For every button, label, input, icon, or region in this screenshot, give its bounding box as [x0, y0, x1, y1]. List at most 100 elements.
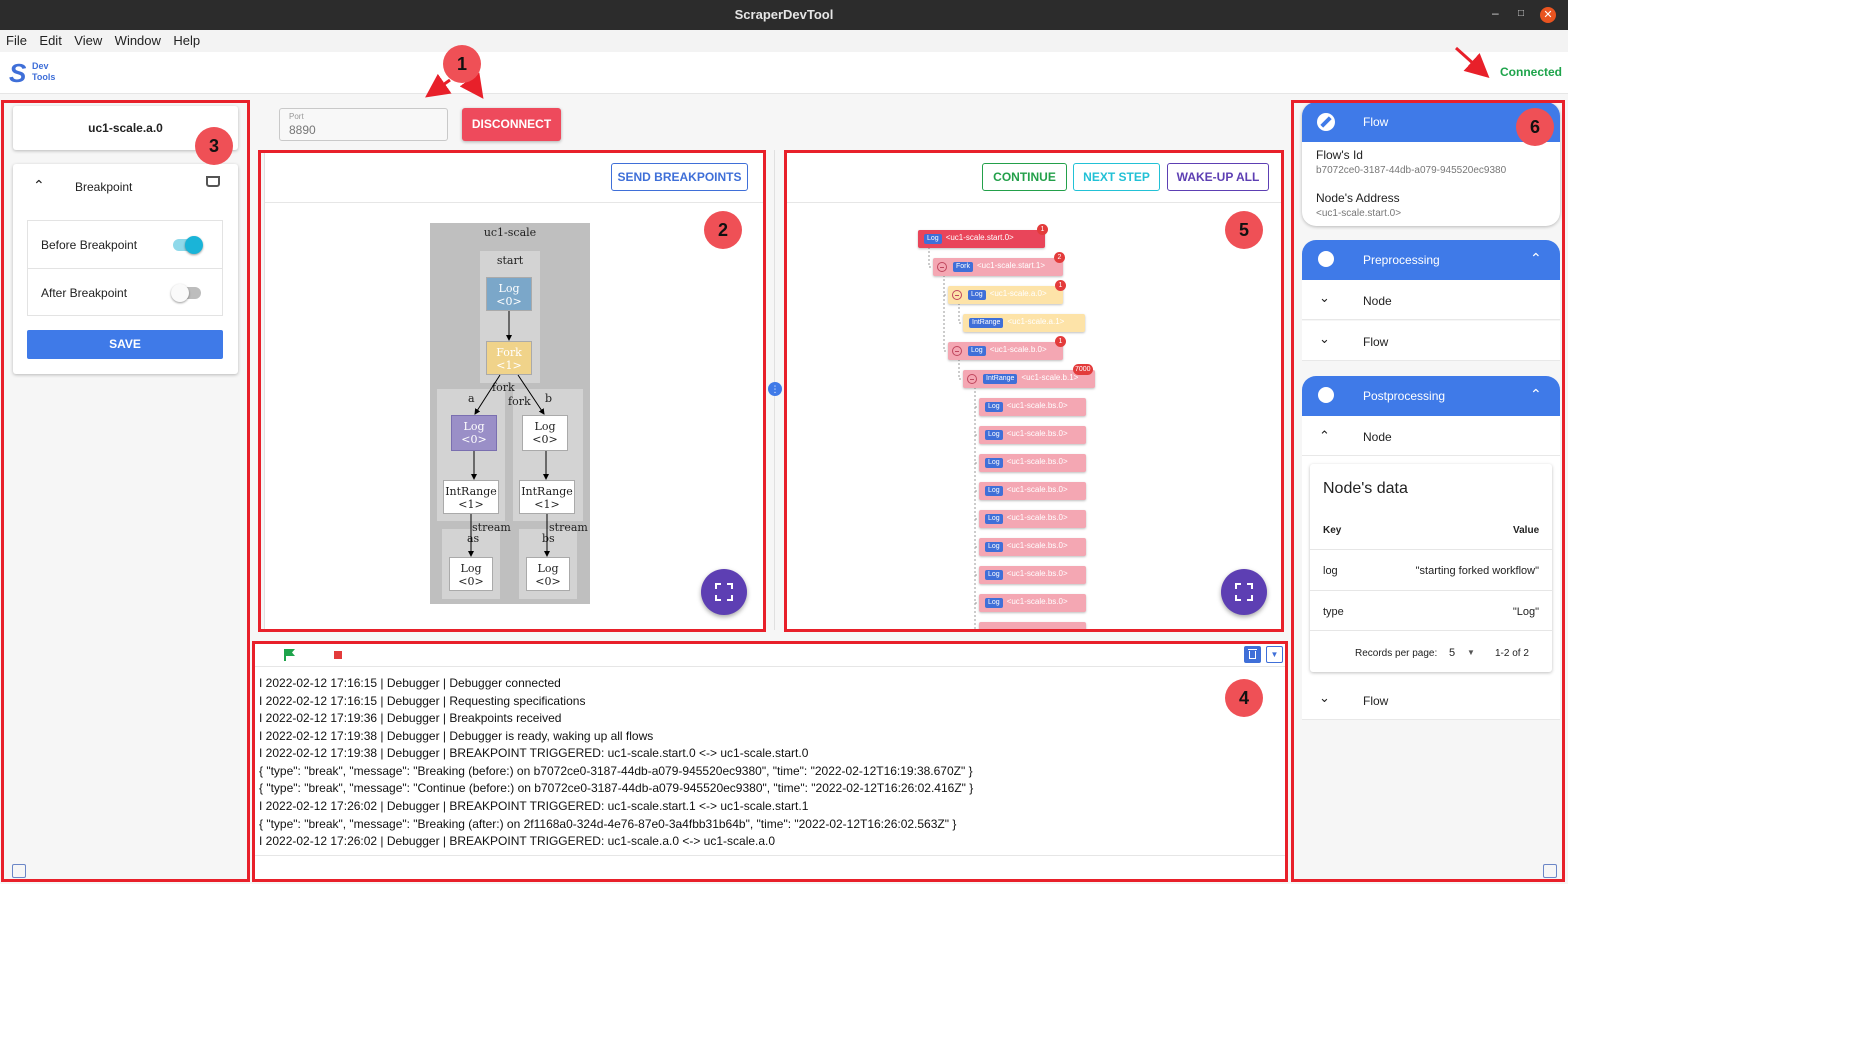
- log-line: I 2022-02-12 17:19:38 | Debugger | BREAK…: [259, 746, 809, 760]
- window-title: ScraperDevTool: [734, 7, 834, 22]
- graph-node-log-start-sub: <0>: [496, 295, 522, 308]
- graph-node-as-log[interactable]: Log <0>: [449, 557, 493, 591]
- after-breakpoint-toggle[interactable]: [171, 284, 201, 302]
- minimize-icon[interactable]: –: [1492, 6, 1499, 20]
- annotation-badge-2: 2: [704, 211, 742, 249]
- tree-node[interactable]: Log<uc1-scale.bs.0>: [979, 510, 1086, 528]
- postprocessing-title: Postprocessing: [1363, 389, 1446, 403]
- collapse-icon[interactable]: [952, 346, 962, 356]
- log-line: I 2022-02-12 17:19:36 | Debugger | Break…: [259, 711, 562, 725]
- graph-fullscreen-button[interactable]: [701, 569, 747, 615]
- tree-node-type: Log: [985, 514, 1003, 524]
- chevron-up-icon[interactable]: ⌃: [33, 177, 45, 193]
- tree-node[interactable]: IntRange<uc1-scale.b.1> 7000: [963, 364, 1095, 388]
- tree-node[interactable]: IntRange<uc1-scale.a.1>: [963, 314, 1085, 332]
- tree-node[interactable]: Log<uc1-scale.start.0> 1: [918, 224, 1048, 248]
- send-breakpoints-button[interactable]: SEND BREAKPOINTS: [611, 163, 748, 191]
- collapse-icon[interactable]: [952, 290, 962, 300]
- preprocessing-header[interactable]: Preprocessing ⌃: [1302, 240, 1560, 280]
- records-per-page-select[interactable]: 5: [1449, 647, 1456, 659]
- graph-node-a-intrange-title: IntRange: [445, 485, 497, 498]
- panel-toggle-left-icon[interactable]: [12, 864, 26, 878]
- tree-node-name: <uc1-scale.bs.0>: [1006, 457, 1068, 466]
- chevron-up-icon[interactable]: ⌃: [1530, 386, 1542, 402]
- log-line: { "type": "break", "message": "Continue …: [259, 781, 974, 795]
- preprocessing-flow-row[interactable]: ⌄ Flow: [1302, 321, 1560, 361]
- preprocessing-node-row[interactable]: ⌄ Node: [1302, 280, 1560, 320]
- column-key: Key: [1323, 525, 1342, 536]
- chevron-up-icon[interactable]: ⌃: [1530, 250, 1542, 266]
- tree-node-count: 1: [1055, 336, 1066, 347]
- cluster-a-label: a: [468, 392, 475, 405]
- wake-up-all-button[interactable]: WAKE-UP ALL: [1167, 163, 1269, 191]
- postprocessing-flow-row[interactable]: ⌄ Flow: [1302, 680, 1560, 720]
- chevron-down-icon[interactable]: ▼: [1266, 646, 1283, 663]
- compass-icon: [1317, 113, 1335, 131]
- port-field[interactable]: Port 8890: [279, 108, 448, 141]
- menu-file[interactable]: File: [6, 33, 27, 48]
- tree-node[interactable]: Log<uc1-scale.bs.0>: [979, 482, 1086, 500]
- graph-node-bs-log[interactable]: Log <0>: [526, 557, 570, 591]
- graph-node-b-log[interactable]: Log <0>: [522, 415, 568, 451]
- menu-help[interactable]: Help: [173, 33, 201, 48]
- save-button[interactable]: SAVE: [27, 330, 223, 359]
- fullscreen-icon: [1235, 583, 1253, 601]
- annotation-badge-1: 1: [443, 45, 481, 83]
- preprocessing-flow-label: Flow: [1363, 335, 1389, 349]
- collapse-icon[interactable]: [967, 374, 977, 384]
- graph-node-log-start[interactable]: Log <0>: [486, 277, 532, 311]
- tree-node[interactable]: Log<uc1-scale.bs.0>: [979, 594, 1086, 612]
- graph-edges: [468, 311, 550, 557]
- graph-node-b-log-sub: <0>: [532, 433, 558, 446]
- breakpoint-options: Before Breakpoint After Breakpoint: [27, 220, 223, 316]
- postprocessing-header[interactable]: Postprocessing ⌃: [1302, 376, 1560, 416]
- before-breakpoint-toggle[interactable]: [173, 236, 203, 254]
- disconnect-button[interactable]: DISCONNECT: [462, 108, 561, 141]
- trash-icon[interactable]: [1244, 646, 1261, 663]
- next-step-button[interactable]: NEXT STEP: [1073, 163, 1160, 191]
- graph-cluster: uc1-scale start Log <0> Fork <1> a b for…: [430, 223, 590, 604]
- continue-button[interactable]: CONTINUE: [982, 163, 1067, 191]
- tree-node-name: <uc1-scale.bs.0>: [1006, 513, 1068, 522]
- tree-node[interactable]: Log<uc1-scale.bs.0>: [979, 566, 1086, 584]
- tree-node[interactable]: Fork<uc1-scale.start.1> 2: [933, 252, 1065, 276]
- tree-node[interactable]: Log<uc1-scale.a.0> 1: [948, 280, 1066, 304]
- menu-window[interactable]: Window: [114, 33, 161, 48]
- tree-node-partial[interactable]: [979, 622, 1086, 629]
- graph-node-a-log[interactable]: Log <0>: [451, 415, 497, 451]
- close-icon[interactable]: ✕: [1540, 7, 1556, 23]
- tree-node[interactable]: Log<uc1-scale.bs.0>: [979, 398, 1086, 416]
- graph-toolbar: [265, 151, 763, 203]
- flag-icon[interactable]: [284, 648, 296, 662]
- tree-node[interactable]: Log<uc1-scale.bs.0>: [979, 538, 1086, 556]
- drag-handle-icon[interactable]: ⋮: [768, 382, 782, 396]
- tree-fullscreen-button[interactable]: [1221, 569, 1267, 615]
- tree-node-name: <uc1-scale.bs.0>: [1006, 569, 1068, 578]
- breakpoint-section-title: Breakpoint: [75, 180, 133, 194]
- graph-node-bs-log-title: Log: [537, 562, 559, 575]
- postprocessing-node-row[interactable]: ⌃ Node: [1302, 416, 1560, 456]
- collapse-icon[interactable]: [937, 262, 947, 272]
- panel-toggle-right-icon[interactable]: [1543, 864, 1557, 878]
- menu-view[interactable]: View: [74, 33, 103, 48]
- menu-edit[interactable]: Edit: [39, 33, 62, 48]
- annotation-badge-5: 5: [1225, 211, 1263, 249]
- annotation-badge-4: 4: [1225, 679, 1263, 717]
- tree-node-type: Log: [968, 346, 986, 356]
- graph-node-fork[interactable]: Fork <1>: [486, 341, 532, 375]
- dropdown-arrow-icon[interactable]: ▼: [1467, 648, 1475, 657]
- logo-text: Dev Tools: [32, 61, 55, 83]
- flow-id-value: b7072ce0-3187-44db-a079-945520ec9380: [1316, 165, 1507, 176]
- graph-node-b-intrange[interactable]: IntRange <1>: [519, 480, 575, 514]
- graph-node-a-intrange[interactable]: IntRange <1>: [443, 480, 499, 514]
- graph-node-b-log-title: Log: [534, 420, 556, 433]
- maximize-icon[interactable]: □: [1518, 8, 1525, 19]
- tree-node[interactable]: Log<uc1-scale.bs.0>: [979, 454, 1086, 472]
- preprocessing-node-label: Node: [1363, 294, 1392, 308]
- tree-node[interactable]: Log<uc1-scale.b.0> 1: [948, 336, 1066, 360]
- tree-node[interactable]: Log<uc1-scale.bs.0>: [979, 426, 1086, 444]
- panel-splitter[interactable]: ⋮: [768, 150, 782, 630]
- log-line: I 2022-02-12 17:19:38 | Debugger | Debug…: [259, 729, 654, 743]
- tree-node-name: <uc1-scale.bs.0>: [1006, 429, 1068, 438]
- stop-icon[interactable]: [334, 651, 342, 659]
